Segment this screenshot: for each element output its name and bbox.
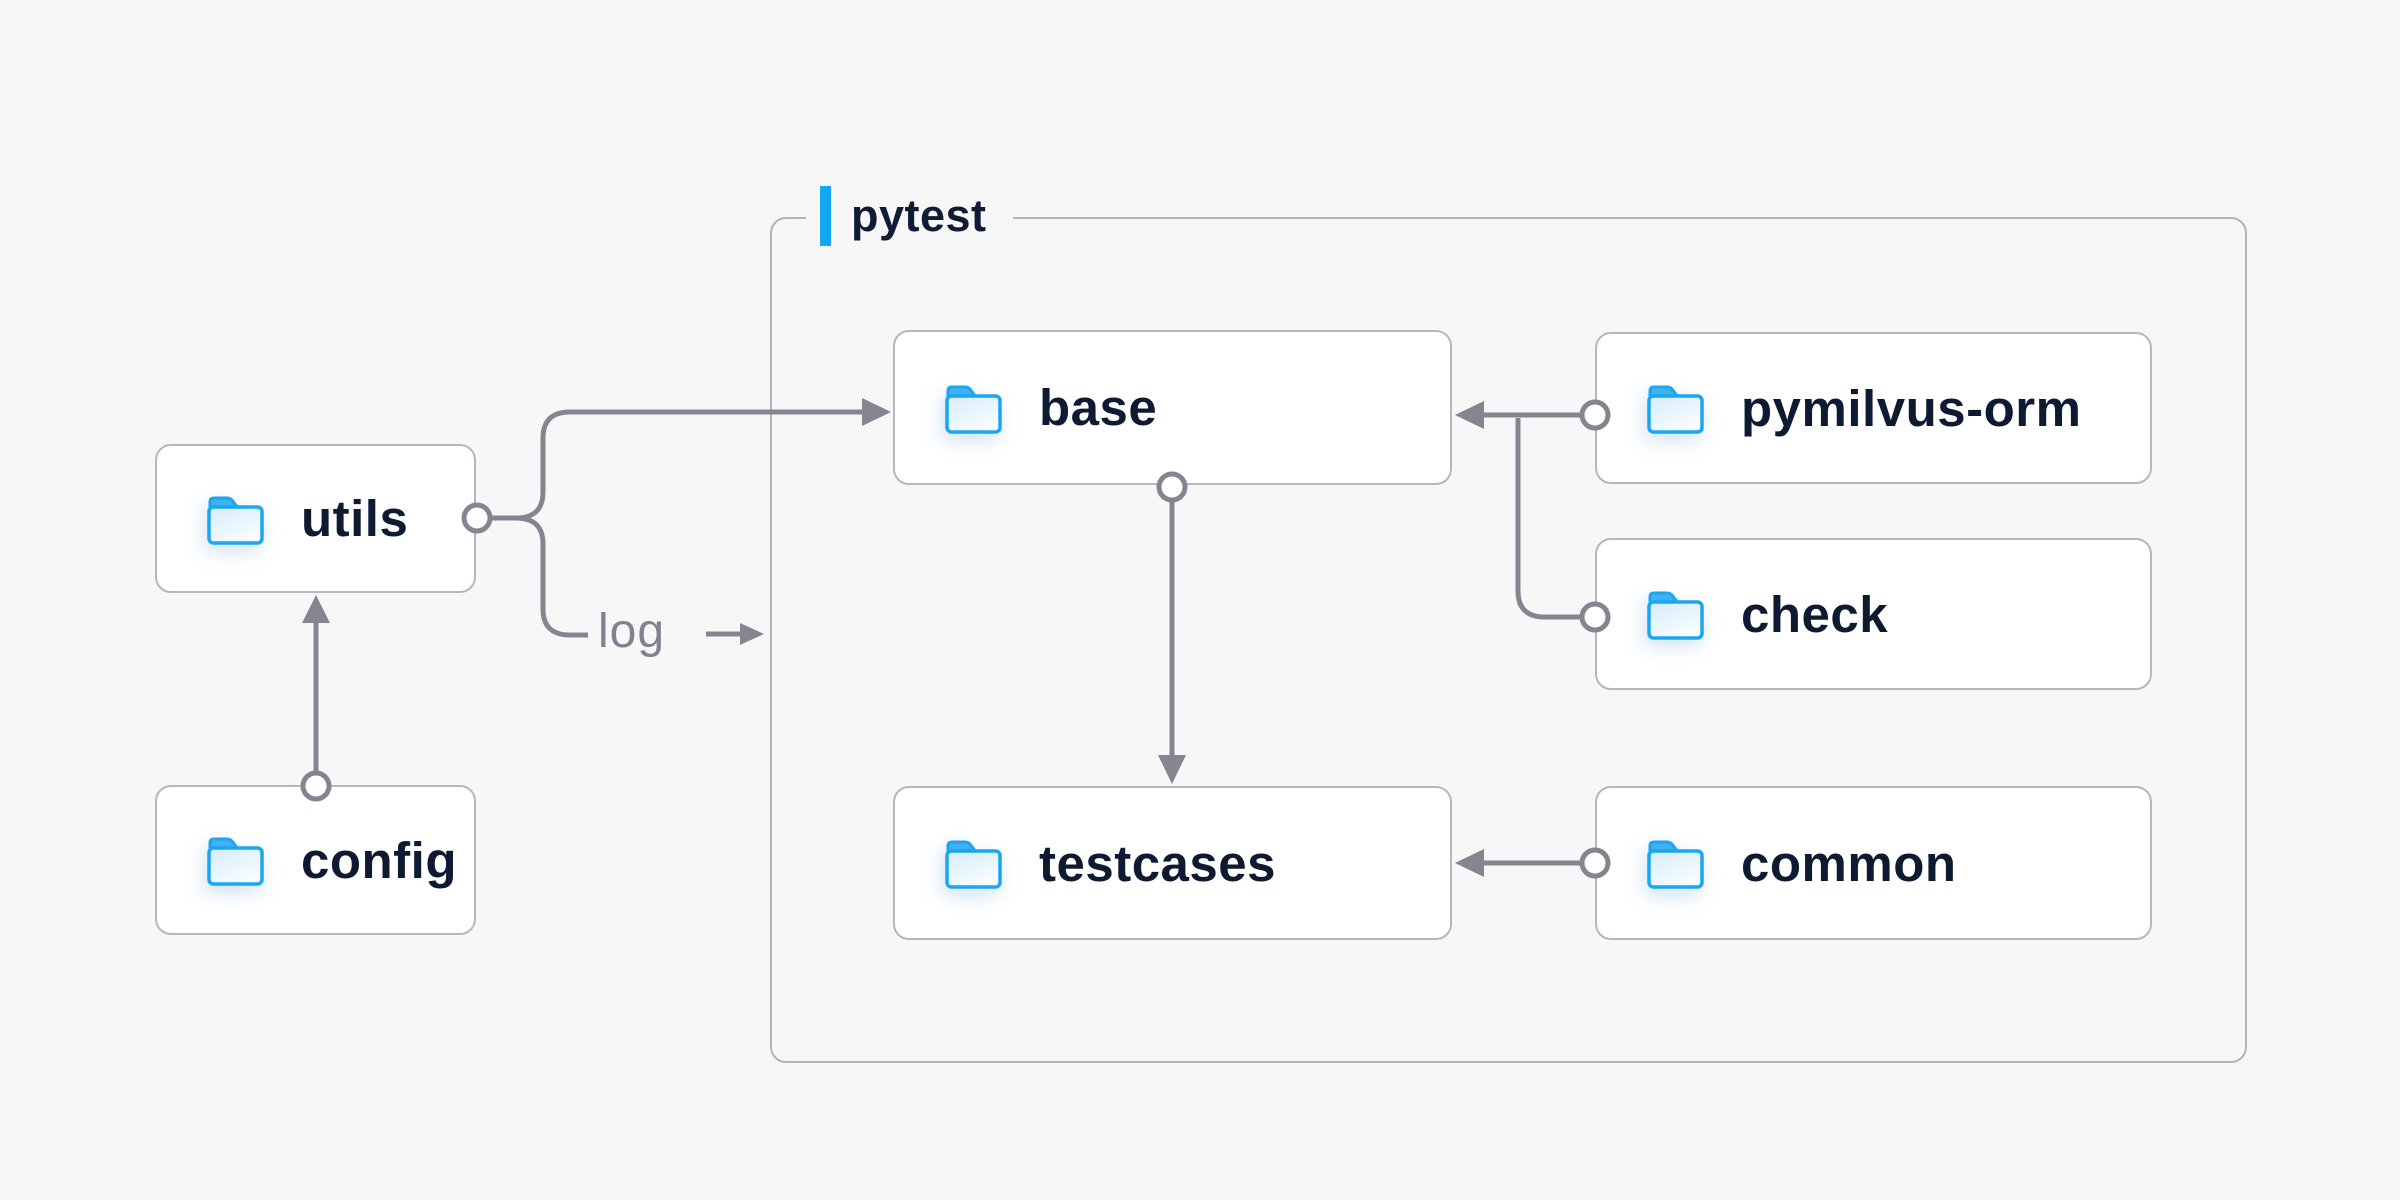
- node-utils: utils: [155, 444, 476, 593]
- pytest-group-label-text: pytest: [851, 190, 987, 241]
- node-label: utils: [301, 490, 409, 547]
- folder-icon: [945, 385, 1002, 434]
- folder-icon: [945, 840, 1002, 889]
- node-label: base: [1039, 379, 1158, 436]
- accent-bar: [820, 186, 831, 246]
- folder-icon: [1647, 591, 1704, 640]
- edge-config-utils: [302, 595, 330, 772]
- node-testcases: testcases: [893, 786, 1452, 940]
- node-check: check: [1595, 538, 2152, 690]
- node-base: base: [893, 330, 1452, 485]
- node-common: common: [1595, 786, 2152, 940]
- folder-icon: [207, 837, 264, 886]
- pytest-group: [770, 217, 2247, 1063]
- pytest-group-label: pytest: [806, 182, 1013, 250]
- node-config: config: [155, 785, 476, 935]
- node-label: pymilvus-orm: [1741, 379, 2082, 437]
- folder-icon: [1647, 840, 1704, 889]
- edge-label-log: log: [598, 605, 666, 658]
- folder-icon: [207, 496, 264, 545]
- node-label: config: [301, 831, 457, 889]
- node-label: common: [1741, 834, 1957, 892]
- node-label: testcases: [1039, 834, 1277, 892]
- node-pymilvus-orm: pymilvus-orm: [1595, 332, 2152, 484]
- node-label: check: [1741, 585, 1889, 643]
- folder-icon: [1647, 385, 1704, 434]
